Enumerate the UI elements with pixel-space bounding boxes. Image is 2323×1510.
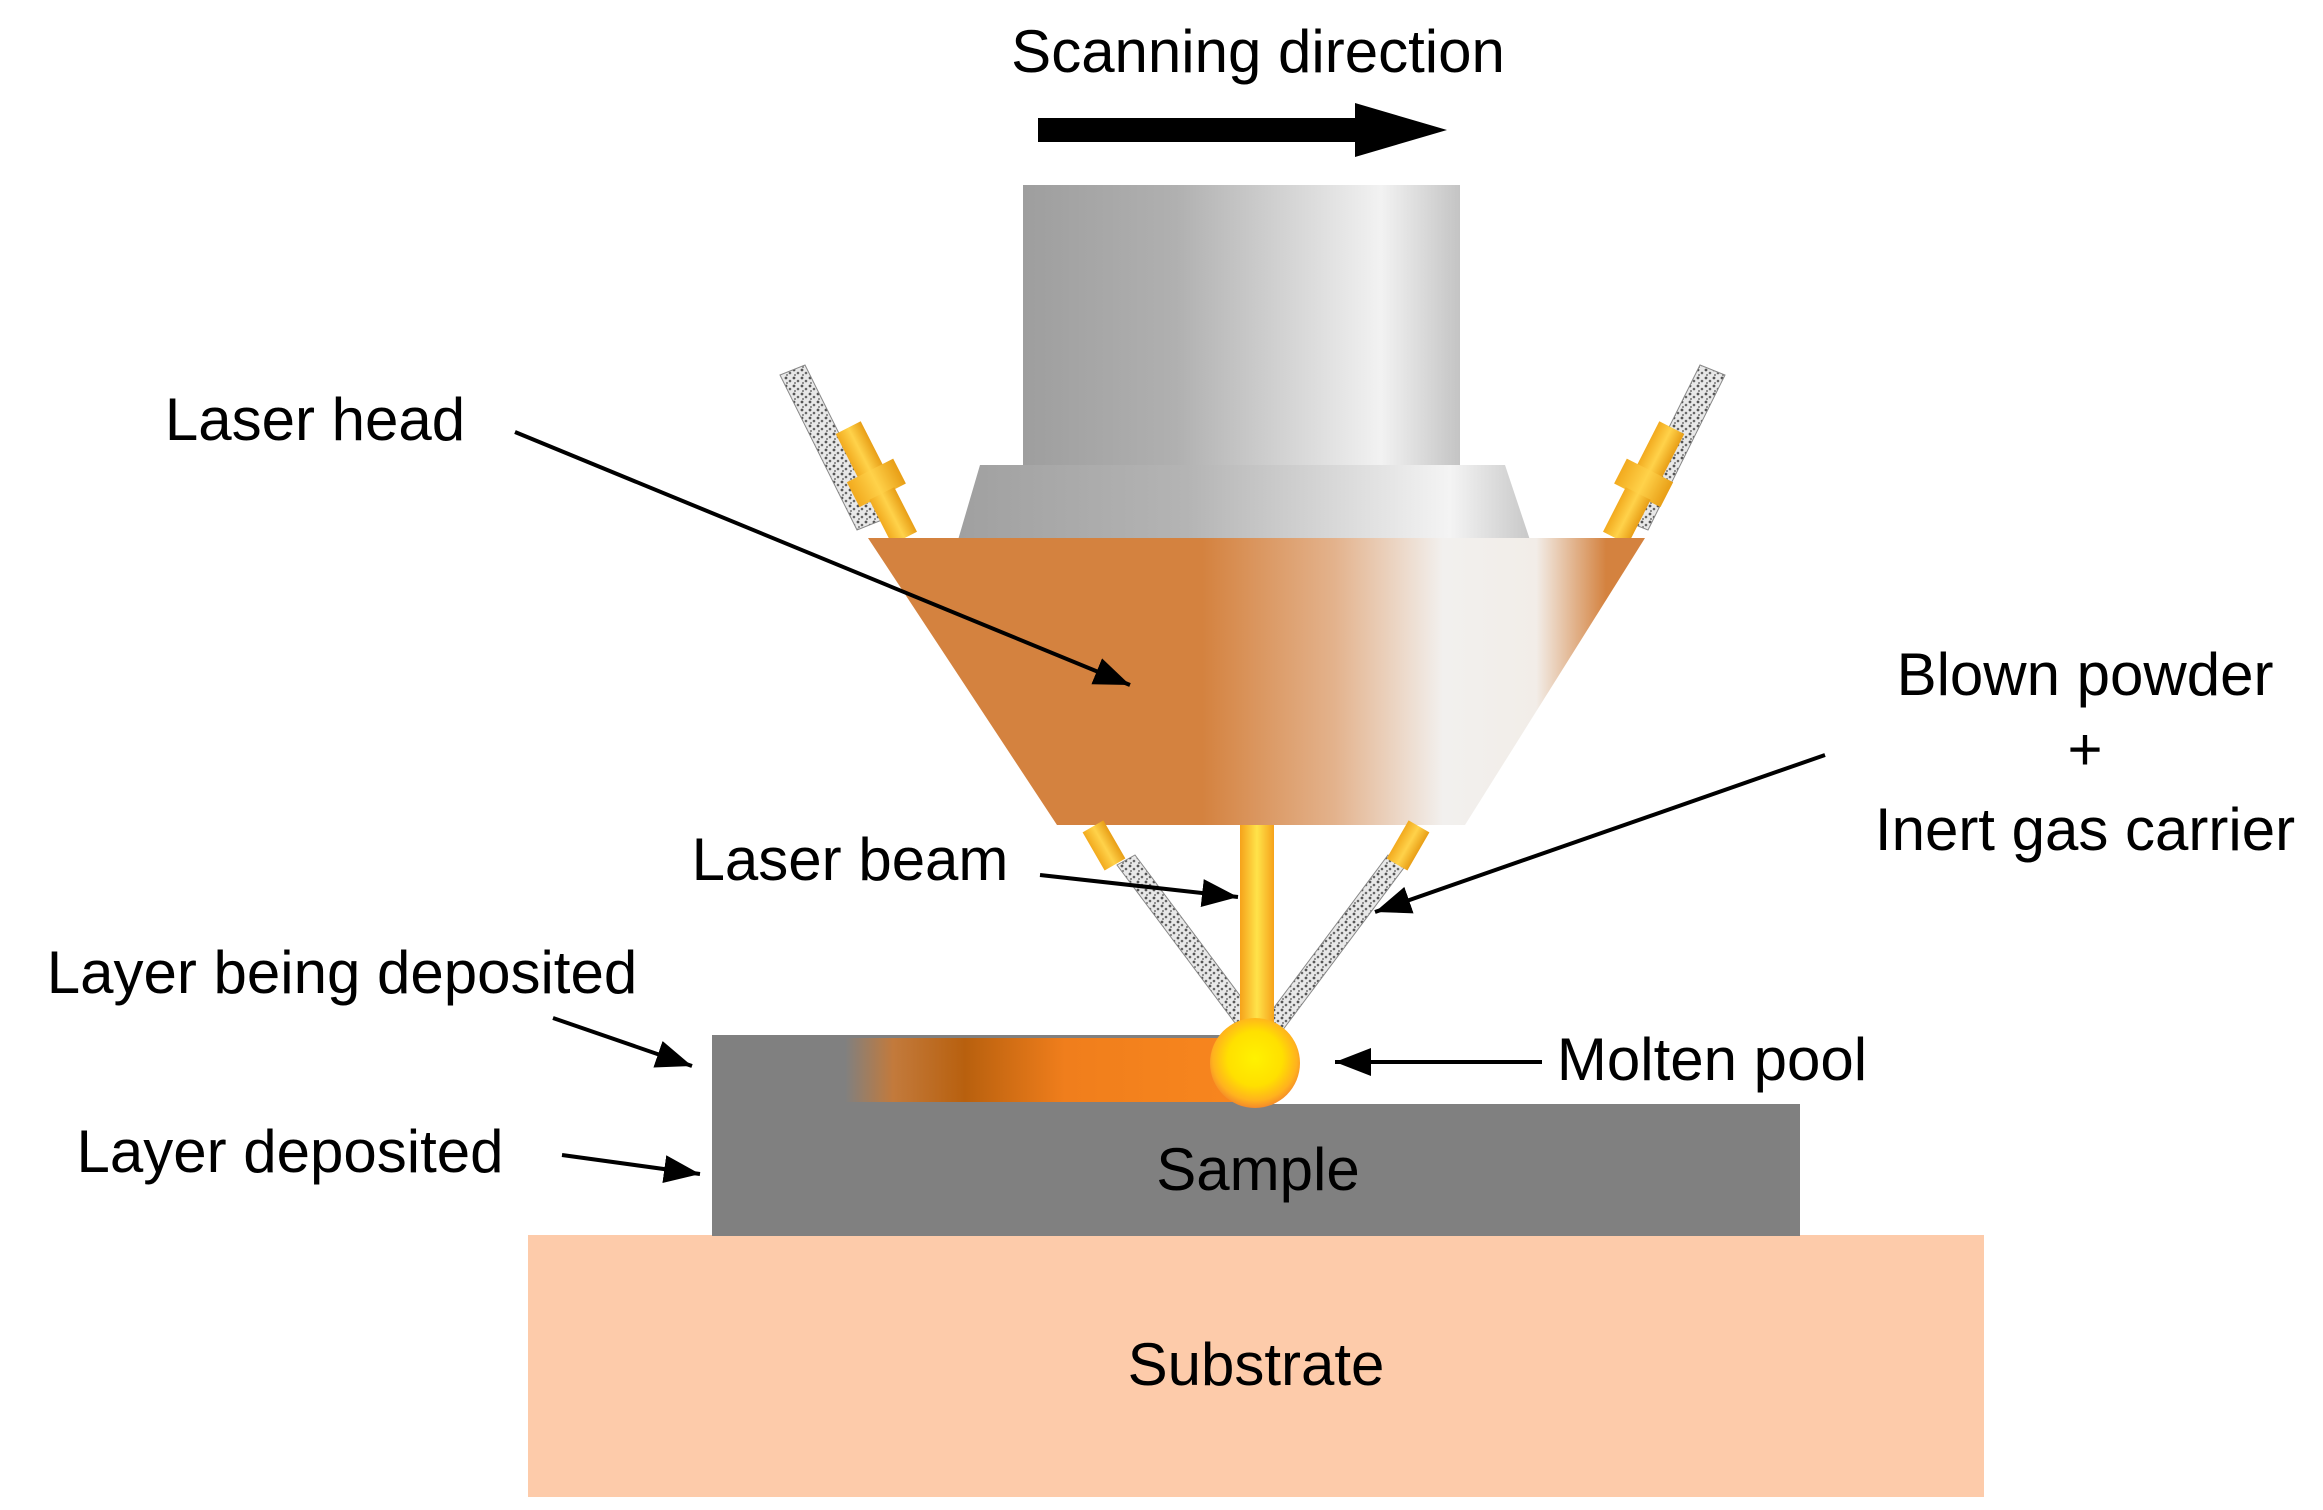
substrate-block — [528, 1235, 1984, 1497]
lower-fitting-right — [1386, 820, 1430, 871]
laser-beam-label: Laser beam — [692, 826, 1009, 893]
laser-beam-arrow — [1039, 873, 1239, 907]
laser-beam — [1240, 825, 1274, 1025]
blown-powder-arrow — [1374, 753, 1826, 914]
laser-head-cone — [868, 538, 1645, 825]
layer-deposited-label: Layer deposited — [77, 1118, 504, 1185]
inert-gas-carrier-label: Inert gas carrier — [1875, 796, 2295, 863]
laser-head-arrow — [514, 430, 1131, 687]
blown-powder-label: Blown powder — [1897, 641, 2274, 708]
nozzle-collar — [958, 465, 1530, 540]
leader-arrows — [514, 430, 1826, 1183]
hot-deposit-track — [845, 1038, 1245, 1102]
layer-being-deposited-label: Layer being deposited — [47, 939, 637, 1006]
blown-powder-plus: + — [2067, 716, 2102, 783]
sample-block — [712, 1104, 1800, 1236]
molten-pool-label: Molten pool — [1557, 1026, 1867, 1093]
layer-deposited-arrow — [561, 1153, 701, 1183]
layer-being-deposited-arrow — [552, 1016, 693, 1068]
nozzle-top — [1023, 185, 1460, 467]
substrate-label: Substrate — [1128, 1331, 1385, 1398]
powder-fitting-left — [835, 421, 917, 545]
scanning-direction-label: Scanning direction — [1011, 18, 1505, 85]
lower-fitting-left — [1082, 820, 1126, 871]
molten-pool — [1210, 1018, 1300, 1108]
scanning-direction-arrow — [1038, 103, 1447, 157]
powder-fitting-right — [1603, 421, 1685, 545]
sample-label: Sample — [1156, 1136, 1359, 1203]
laser-head-label: Laser head — [165, 386, 465, 453]
